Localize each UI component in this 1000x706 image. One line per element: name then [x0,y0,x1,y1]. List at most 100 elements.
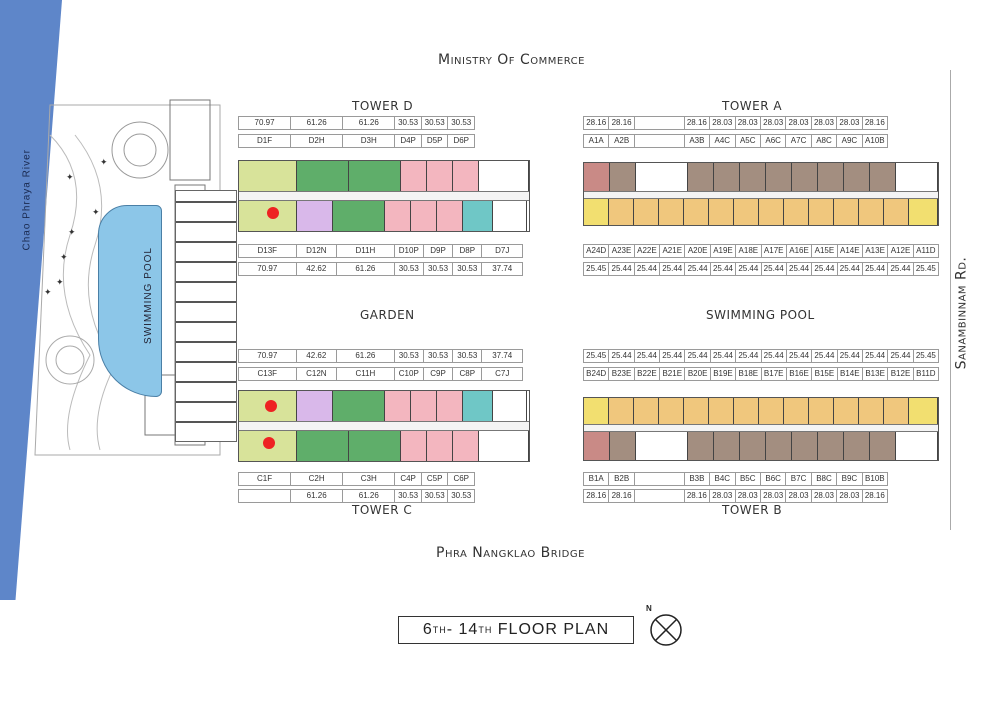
north-label: Ministry Of Commerce [438,52,585,68]
tower-d-bottom-sizes: 70.97 42.62 61.26 30.53 30.53 30.53 37.7… [238,262,523,276]
tower-c-bottom-sizes: 61.26 61.26 30.53 30.53 30.53 [238,489,475,503]
pool-left-label: SWIMMING POOL [142,247,154,344]
tower-d-top-units: D1F D2H D3H D4P D5P D6P [238,134,475,148]
tower-b-bottom-units: B1A B2B B3B B4C B5C B6C B7C B8C B9C B10B [583,472,888,486]
size-cell: 28.03 [836,490,861,502]
tower-a-top-sizes: 28.16 28.16 28.16 28.03 28.03 28.03 28.0… [583,116,888,130]
unit-cell: C13F [257,369,278,378]
size-cell: 42.62 [295,350,337,362]
unit-cell: C4P [394,473,421,485]
size-cell: 61.26 [336,263,394,275]
unit-cell: D11H [336,245,394,257]
unit-cell: C2H [290,473,342,485]
size-cell: 25.44 [735,263,760,275]
size-cell: 25.45 [586,264,607,273]
unit-cell: A22E [633,245,659,257]
unit-cell: C5P [420,473,448,485]
size-cell: 25.44 [760,350,786,362]
unit-cell [633,135,684,147]
size-cell: 25.44 [659,263,684,275]
pool-center-label: SWIMMING POOL [706,308,815,322]
unit-cell: B2B [608,473,633,485]
unit-cell: B24D [586,369,607,378]
connector-left [175,190,237,442]
size-cell: 25.44 [836,263,862,275]
size-cell: 25.45 [912,263,938,275]
unit-cell: A15E [811,245,836,257]
size-cell: 30.53 [394,490,421,502]
unit-cell: B6C [759,473,785,485]
size-cell: 25.44 [785,263,811,275]
unit-cell: B5C [734,473,760,485]
size-cell [239,490,290,502]
svg-text:✦: ✦ [60,252,68,262]
unit-cell: A19E [709,245,735,257]
tower-c-top-units: C13F C12N C11H C10P C9P C8P C7J [238,367,523,381]
unit-cell: A9C [836,135,861,147]
size-cell: 30.53 [422,263,452,275]
size-cell: 25.44 [811,263,836,275]
title-floor-start: 6 [422,621,433,638]
unit-cell: B16E [785,368,811,380]
size-cell: 30.53 [452,263,481,275]
size-cell: 28.03 [836,117,861,129]
size-cell: 25.45 [586,351,607,360]
size-cell [633,490,684,502]
size-cell: 25.44 [684,350,709,362]
unit-cell: A4C [709,135,734,147]
tower-d-label: TOWER D [352,99,414,113]
unit-cell: D1F [256,136,273,145]
svg-text:✦: ✦ [66,172,74,182]
size-cell: 25.44 [760,263,786,275]
unit-cell: B12E [887,368,912,380]
size-cell: 25.44 [633,263,659,275]
size-cell: 25.44 [887,350,912,362]
size-cell: 61.26 [290,490,342,502]
unit-cell: B22E [633,368,659,380]
size-cell: 25.44 [608,263,633,275]
svg-text:✦: ✦ [44,287,52,297]
size-cell: 28.03 [709,490,734,502]
unit-cell: A2B [608,135,633,147]
unit-cell: B14E [836,368,862,380]
size-cell: 25.44 [785,350,811,362]
size-cell: 28.03 [810,490,836,502]
size-cell: 30.53 [452,350,481,362]
unit-cell: C6P [447,473,474,485]
unit-cell: B8C [810,473,836,485]
size-cell: 28.16 [586,491,607,500]
unit-cell: A1A [588,136,604,145]
size-cell: 30.53 [420,117,448,129]
tower-c-bottom-units: C1F C2H C3H C4P C5P C6P [238,472,475,486]
size-cell: 28.03 [709,117,734,129]
unit-cell: A11D [912,245,938,257]
unit-cell: B18E [735,368,760,380]
size-cell: 25.44 [735,350,760,362]
north-arrow-icon [646,608,686,648]
unit-cell: B15E [811,368,836,380]
marker-dot [263,437,275,449]
unit-cell: C11H [336,368,394,380]
unit-cell: C3H [342,473,394,485]
title-floor-end: - 14 [446,621,479,638]
north-letter: N [646,604,652,613]
tower-b-top-sizes: 25.45 25.44 25.44 25.44 25.44 25.44 25.4… [583,349,939,363]
size-cell: 61.26 [342,490,394,502]
svg-text:✦: ✦ [68,227,76,237]
unit-cell: A8C [810,135,836,147]
unit-cell: A24D [586,246,607,255]
size-cell: 25.44 [709,350,735,362]
unit-cell: A3B [683,135,709,147]
east-label: Sanambinnam Rd. [953,256,970,370]
title-sup-b: TH [478,625,493,635]
size-cell: 30.53 [422,350,452,362]
unit-cell: B23E [608,368,633,380]
size-cell [633,117,684,129]
size-cell: 61.26 [342,117,394,129]
size-cell: 25.45 [912,350,938,362]
size-cell: 25.44 [861,263,887,275]
size-cell: 28.16 [608,490,633,502]
size-cell: 28.16 [861,117,887,129]
marker-dot [267,207,279,219]
